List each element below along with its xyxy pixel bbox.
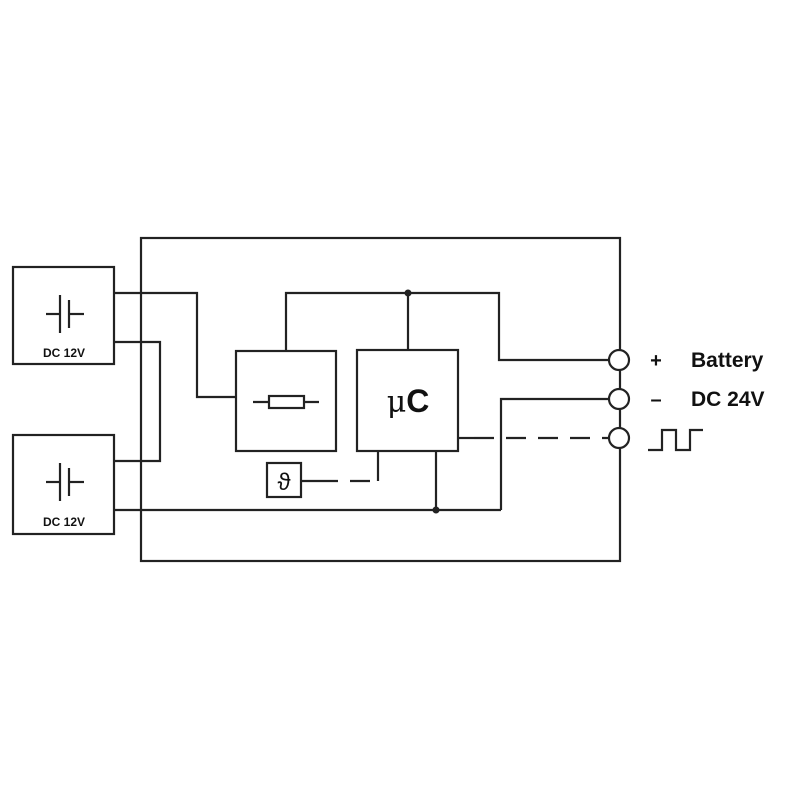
battery-1-box bbox=[11, 265, 116, 366]
battery-1-icon bbox=[46, 295, 84, 333]
battery-2-label: DC 12V bbox=[43, 515, 85, 529]
battery-2-icon bbox=[46, 463, 84, 501]
fuse-block bbox=[234, 349, 338, 453]
plus-sign: + bbox=[650, 350, 662, 372]
micro-prefix: μ bbox=[387, 385, 407, 420]
junction-dot-top bbox=[404, 289, 412, 297]
terminal-signal bbox=[607, 426, 631, 450]
microcontroller-block: μC bbox=[355, 348, 460, 453]
battery-text: Battery bbox=[691, 349, 764, 372]
temperature-sensor-box bbox=[265, 461, 303, 499]
microcontroller-box bbox=[355, 348, 460, 453]
voltage-text: DC 24V bbox=[691, 388, 765, 411]
battery-module-2: DC 12V bbox=[11, 433, 116, 536]
junction-dot-bottom bbox=[432, 506, 440, 514]
terminal-minus bbox=[607, 387, 631, 411]
battery-2-box bbox=[11, 433, 116, 536]
battery-module-1: DC 12V bbox=[11, 265, 116, 366]
positive-rail bbox=[284, 289, 609, 362]
output-terminals: + – Battery DC 24V bbox=[607, 348, 765, 452]
battery-1-label: DC 12V bbox=[43, 346, 85, 360]
micro-letter: C bbox=[406, 383, 429, 419]
negative-rail bbox=[432, 397, 609, 514]
minus-sign: – bbox=[650, 389, 661, 411]
temperature-symbol: ϑ bbox=[277, 469, 290, 496]
pulse-signal-icon bbox=[648, 428, 703, 452]
temperature-sensor: ϑ bbox=[265, 451, 380, 499]
terminal-plus bbox=[607, 348, 631, 372]
microcontroller-label: μC bbox=[387, 383, 430, 420]
fuse-icon bbox=[253, 394, 319, 410]
